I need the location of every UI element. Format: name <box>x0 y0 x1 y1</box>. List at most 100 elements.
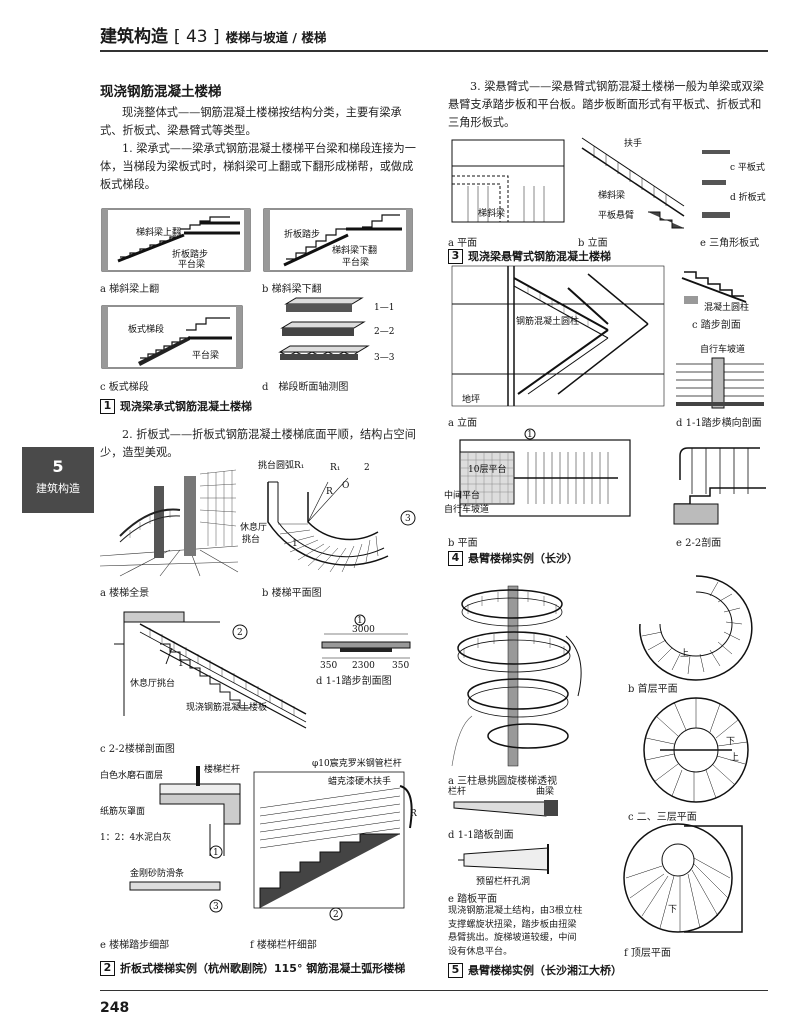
fig1c-label-1: 板式梯段 <box>128 323 164 335</box>
fig2d-dim-right: 350 <box>392 661 409 671</box>
fig2e-caption: e 楼梯踏步细部 <box>100 940 170 951</box>
figure-1b-drawing: 折板踏步 梯斜梁下翻 平台梁 <box>263 208 413 272</box>
fig2f-label-rail: φ10宸克罗米钢管栏杆 <box>312 757 402 769</box>
figure-4a-drawing: 钢筋混凝土圆柱 地坪 <box>451 265 665 407</box>
fig2d-dim-total: 3000 <box>352 625 375 635</box>
page-title: 建筑构造 [ 43 ] 楼梯与坡道 / 楼梯 <box>100 27 327 47</box>
figure-2d-drawing: 1 3000 350 2300 350 <box>320 614 411 671</box>
fig1b-label-1: 折板踏步 <box>284 228 320 240</box>
page-header <box>0 0 790 62</box>
side-tab-label: 建筑构造 <box>36 482 80 495</box>
figure-3-title: 3 现浇梁悬臂式钢筋混凝土楼梯 <box>448 248 611 264</box>
figure-2-title: 2 折板式楼梯实例（杭州歌剧院）115° 钢筋混凝土弧形楼梯 <box>100 960 405 976</box>
fig5c-caption: c 二、三层平面 <box>628 812 697 823</box>
svg-text:3: 3 <box>213 902 219 912</box>
figure-4c-drawing: 混凝土圆柱 <box>681 271 749 313</box>
fig2e-label-plaster: 纸筋灰罩面 <box>100 805 145 817</box>
figure-4-title-text: 悬臂楼梯实例（长沙） <box>468 552 578 565</box>
fig1a-label-2: 折板踏步 <box>172 248 208 260</box>
fig5d-label-railing: 栏杆 <box>448 785 466 797</box>
figure-5d-drawing: 栏杆 曲梁 <box>448 785 558 817</box>
fig5c-label-up: 下 <box>726 737 735 747</box>
figure-4b-drawing: 1 10层平台 中间平台 自行车坡道 <box>444 428 631 517</box>
figure-5a-drawing <box>451 585 582 767</box>
figure-2b-drawing: 挑台圆弧R₁ 休息厅 挑台 R O R₁ 3 2 1 <box>240 459 416 573</box>
fig3-label-beam-plan: 梯斜梁 <box>478 207 505 219</box>
figure-2-title-text: 折板式楼梯实例（杭州歌剧院）115° 钢筋混凝土弧形楼梯 <box>120 962 406 975</box>
fig1a-label-3: 平台梁 <box>178 258 205 270</box>
figure-2-number: 2 <box>100 960 115 976</box>
fig5-note: 现浇钢筋混凝土结构，由3根立柱支撑螺旋状扭梁，踏步板由扭梁悬臂挑出。旋梯坡道较缓… <box>448 905 583 957</box>
figure-5-title-text: 悬臂楼梯实例（长沙湘江大桥） <box>468 964 622 977</box>
fig1d-label-3: 3—3 <box>374 353 395 363</box>
fig4a-label-column: 钢筋混凝土圆柱 <box>516 315 579 327</box>
figure-4-number: 4 <box>448 550 463 566</box>
figure-3-drawing: 梯斜梁 扶手 梯斜梁 平板悬臂 c 平板式 d 折板式 <box>451 137 766 229</box>
fig1b-label-3: 平台梁 <box>342 256 369 268</box>
fig4a-label-ground: 地坪 <box>462 393 480 405</box>
page-subtitle: 楼梯与坡道 / 楼梯 <box>225 30 327 45</box>
fig5b-label-up: 上 <box>680 648 689 659</box>
fig5e-caption: e 踏板平面 <box>448 894 498 905</box>
figure-4-title: 4 悬臂楼梯实例（长沙） <box>448 550 578 566</box>
figure-2f-drawing: 2 φ10宸克罗米钢管栏杆 蜡克漆硬木扶手 R <box>253 757 417 921</box>
fig4b-label-midplatform: 中间平台 <box>444 489 480 501</box>
fig1c-caption: c 板式梯段 <box>100 382 149 393</box>
chapter-side-tab: 5 建筑构造 <box>22 447 94 513</box>
fig2f-caption: f 楼梯栏杆细部 <box>250 940 317 951</box>
fig4e-caption: e 2-2剖面 <box>676 538 722 549</box>
fig5d-caption: d 1-1踏板剖面 <box>448 830 514 841</box>
fig3-label-folded: d 折板式 <box>730 191 766 203</box>
chapter-number: [ 43 ] <box>173 27 220 47</box>
svg-text:2: 2 <box>237 628 243 638</box>
fig4b-label-ramp: 自行车坡道 <box>444 503 489 515</box>
paragraph-cantilever-type: 3. 梁悬臂式——梁悬臂式钢筋混凝土楼梯一般为单梁或双梁悬臂支承踏步板和平台板。… <box>448 80 764 129</box>
fig3-label-flat: c 平板式 <box>730 161 765 173</box>
fig1d-label-1: 1—1 <box>374 303 394 313</box>
fig4a-caption: a 立面 <box>448 418 478 429</box>
fig2e-label-terrazzo: 白色水磨石面层 <box>100 769 163 781</box>
svg-text:2: 2 <box>333 910 339 920</box>
fig2d-dim-mid: 2300 <box>352 661 375 671</box>
svg-text:3: 3 <box>405 514 411 524</box>
fig2c-label-slab: 现浇钢筋混凝土楼板 <box>186 701 267 713</box>
fig4d-label-ramp: 自行车坡道 <box>700 343 745 355</box>
header-rule <box>100 50 768 52</box>
fig1a-caption: a 梯斜梁上翻 <box>100 284 160 295</box>
figure-3-number: 3 <box>448 248 463 264</box>
fig2b-label-r: R <box>326 487 333 497</box>
fig2f-label-handrail: 蜡克漆硬木扶手 <box>328 775 391 787</box>
fig3-label-beam-elev: 梯斜梁 <box>598 189 625 201</box>
fig4b-label-platform10: 10层平台 <box>468 463 506 475</box>
page-number: 248 <box>100 1000 130 1016</box>
figure-1c-drawing: 板式梯段 平台梁 <box>101 305 243 369</box>
fig3-label-handrail: 扶手 <box>624 137 642 149</box>
svg-text:2: 2 <box>364 463 370 473</box>
figure-5-title: 5 悬臂楼梯实例（长沙湘江大桥） <box>448 962 622 978</box>
fig2e-label-mortar: 1：2：4水泥白灰 <box>100 831 171 843</box>
svg-text:1: 1 <box>292 539 298 549</box>
fig2b-label-r1: R₁ <box>330 463 340 473</box>
fig2b-label-lounge: 休息厅 <box>240 521 267 533</box>
fig3a-caption: a 平面 <box>448 238 478 249</box>
figure-4e-drawing <box>673 447 766 525</box>
figure-1-number: 1 <box>100 398 115 414</box>
fig1a-label-1: 梯斜梁上翻 <box>136 226 181 238</box>
paragraph-beam-type: 1. 梁承式——梁承式钢筋混凝土楼梯平台梁和梯段连接为一体，当梯段为梁板式时，梯… <box>100 142 416 191</box>
fig3e-caption: e 三角形板式 <box>700 238 760 249</box>
figure-1a-drawing: 梯斜梁上翻 折板踏步 平台梁 <box>101 208 251 272</box>
fig2d-caption: d 1-1踏步剖面图 <box>316 676 392 687</box>
figure-5-number: 5 <box>448 962 463 978</box>
fig5f-label-down: 下 <box>668 905 677 915</box>
fig2c-label-balcony: 休息厅挑台 <box>130 677 175 689</box>
fig4c-caption: c 踏步剖面 <box>692 320 741 331</box>
fig5b-caption: b 首层平面 <box>628 684 678 695</box>
fig2b-caption: b 楼梯平面图 <box>262 588 322 599</box>
fig2e-label-antislip: 金刚砂防滑条 <box>130 867 184 879</box>
figure-1-title-text: 现浇梁承式钢筋混凝土楼梯 <box>120 400 252 413</box>
figure-5e-drawing: 预留栏杆孔洞 <box>458 844 549 887</box>
fig1c-label-2: 平台梁 <box>192 349 219 361</box>
figure-4d-drawing: 自行车坡道 <box>676 343 764 409</box>
fig2f-label-r: R <box>410 809 417 819</box>
fig3b-caption: b 立面 <box>578 238 608 249</box>
